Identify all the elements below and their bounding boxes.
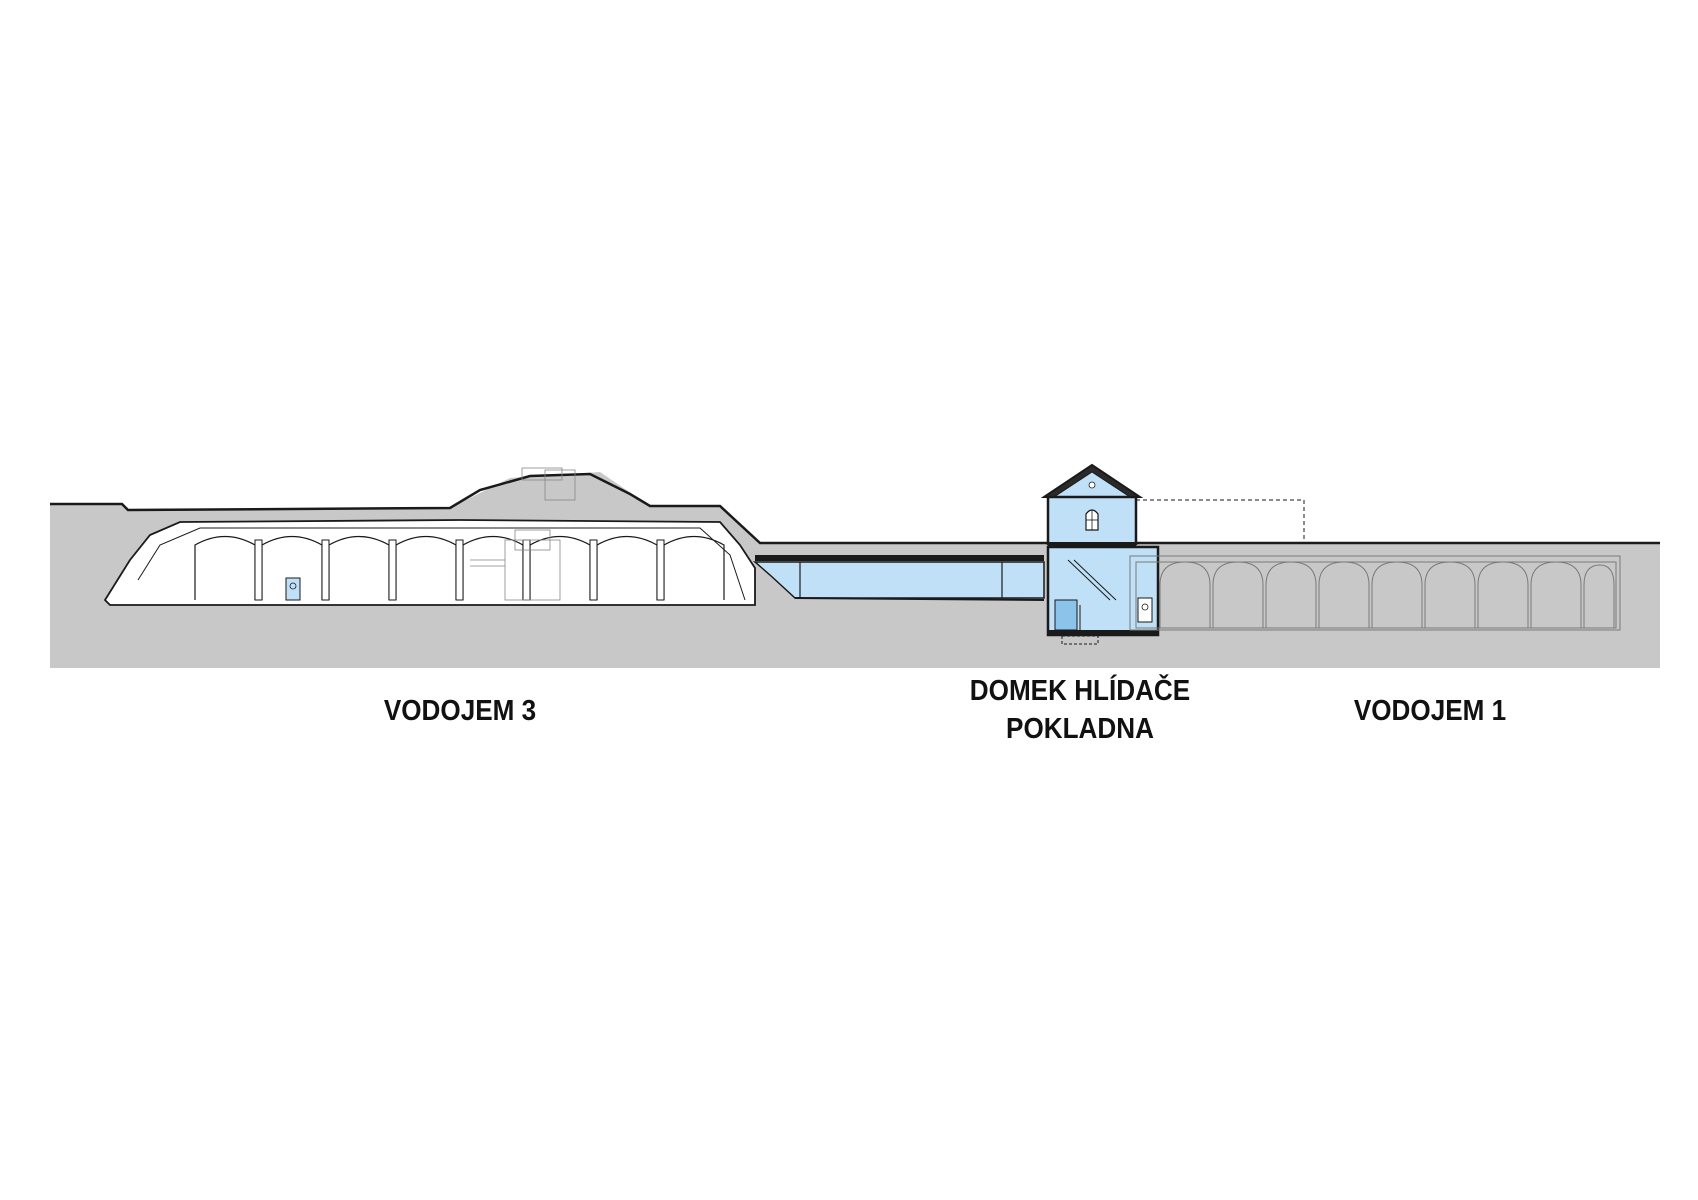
vault-arch [395, 536, 457, 600]
vault-arch [1477, 561, 1529, 628]
pillar [522, 539, 531, 601]
label-guard-house: DOMEK HLÍDAČE POKLADNA [945, 672, 1215, 748]
guard-house-floor-slab [1048, 542, 1136, 547]
vault-arch [462, 536, 524, 600]
stair-landing [1054, 599, 1078, 631]
terrain-line [50, 472, 1660, 545]
vault-arch [1530, 561, 1582, 628]
pillar [254, 539, 263, 601]
basement-door [1137, 597, 1153, 623]
vault-arch [1212, 561, 1264, 628]
vodojem3-vaults [194, 536, 725, 600]
vault-arch [1424, 561, 1476, 628]
pillar [455, 539, 464, 601]
vodojem1-inner [1135, 561, 1617, 629]
vault-arch [596, 536, 658, 600]
guard-house [1040, 463, 1305, 645]
vault-arch [261, 536, 323, 600]
vault-arch [1371, 561, 1423, 628]
vault-arch [1318, 561, 1370, 628]
vault-arch [1159, 561, 1211, 628]
vault-arch [328, 536, 390, 600]
pillar [321, 539, 330, 601]
pillar [656, 539, 665, 601]
pillar [589, 539, 598, 601]
label-guard-house-line1: DOMEK HLÍDAČE [969, 675, 1191, 707]
basement-floor [1048, 630, 1158, 636]
glass-corridor [752, 555, 1045, 601]
corridor-glass [752, 561, 1045, 599]
vodojem3-machinery [470, 467, 576, 601]
basement-dashed-pit [1061, 635, 1099, 645]
label-guard-house-line2: POKLADNA [1006, 713, 1154, 745]
vodojem3-door [285, 577, 301, 601]
vault-arch [1265, 561, 1317, 628]
dashed-outline [1136, 499, 1305, 543]
corridor-roof [755, 555, 1044, 561]
vodojem1-hall [1129, 555, 1621, 631]
vodojem3-inner-shell [137, 527, 746, 601]
vodojem3-hall [103, 467, 756, 606]
label-vodojem-3: VODOJEM 3 [383, 695, 537, 727]
vault-arch [1583, 564, 1615, 628]
vault-arch [663, 536, 725, 600]
vodojem1-envelope [1129, 555, 1621, 631]
pillar [388, 539, 397, 601]
vault-arch [529, 536, 591, 600]
vault-arch [194, 536, 256, 600]
label-vodojem-1: VODOJEM 1 [1353, 695, 1507, 727]
